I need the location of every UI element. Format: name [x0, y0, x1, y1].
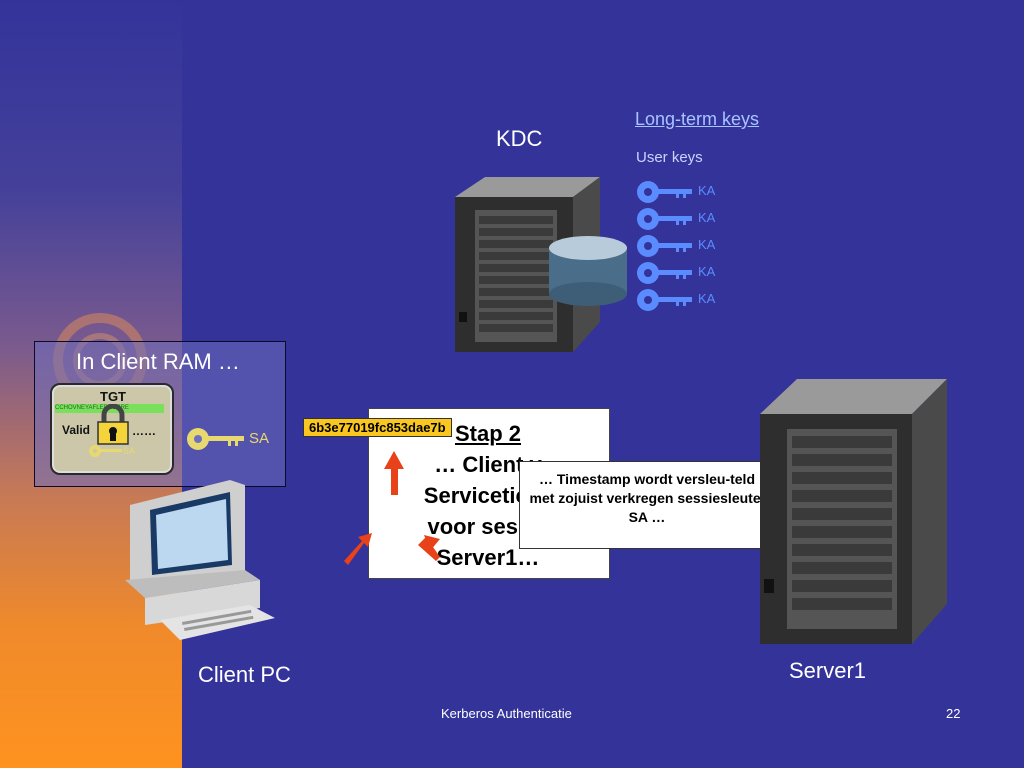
client-pc-icon — [125, 480, 275, 640]
arrow-diagonal-icon — [344, 533, 372, 565]
user-key-1: KA — [636, 180, 726, 204]
tgt-label: TGT — [100, 389, 126, 404]
server1-label: Server1 — [789, 658, 867, 683]
client-pc-label: Client PC — [198, 662, 291, 687]
valid-label: Valid — [62, 423, 91, 437]
user-key-4: KA — [636, 261, 726, 285]
page-number: 22 — [946, 706, 961, 721]
key-icon — [637, 289, 692, 311]
key-icon — [637, 208, 692, 230]
step-title: Stap 2 — [454, 421, 522, 446]
red-arrows — [344, 451, 440, 565]
valid-dots: …… — [132, 424, 156, 438]
server1-icon — [760, 379, 947, 644]
hash-value: 6b3e77019fc853dae7b — [303, 418, 452, 437]
long-term-keys-link[interactable]: Long-term keys — [635, 109, 760, 129]
key-icon — [637, 262, 692, 284]
session-key-icon — [187, 428, 244, 450]
user-keys-label: User keys — [636, 149, 703, 166]
footer-title: Kerberos Authenticatie — [441, 706, 572, 721]
user-key-2: KA — [636, 207, 726, 231]
padlock-icon — [97, 404, 129, 445]
session-key-label: SA — [249, 430, 270, 447]
key-label: KA — [698, 291, 716, 306]
kdc-label: KDC — [496, 126, 543, 151]
user-key-3: KA — [636, 234, 726, 258]
key-label: KA — [698, 210, 716, 225]
small-session-key-label: SA — [123, 446, 136, 456]
key-label: KA — [698, 264, 716, 279]
user-key-5: KA — [636, 288, 726, 312]
key-icon — [637, 235, 692, 257]
key-label: KA — [698, 183, 716, 198]
database-icon — [549, 236, 627, 306]
step-line-4: Server1… — [436, 545, 540, 570]
arrow-up-icon — [384, 451, 404, 495]
kdc-server-icon — [455, 177, 600, 352]
client-ram-title: In Client RAM … — [76, 349, 240, 374]
arrow-left-icon — [418, 535, 440, 561]
small-session-key-icon — [89, 445, 122, 457]
key-icon — [637, 181, 692, 203]
key-label: KA — [698, 237, 716, 252]
timestamp-callout: … Timestamp wordt versleu-teld met zojui… — [519, 461, 775, 549]
